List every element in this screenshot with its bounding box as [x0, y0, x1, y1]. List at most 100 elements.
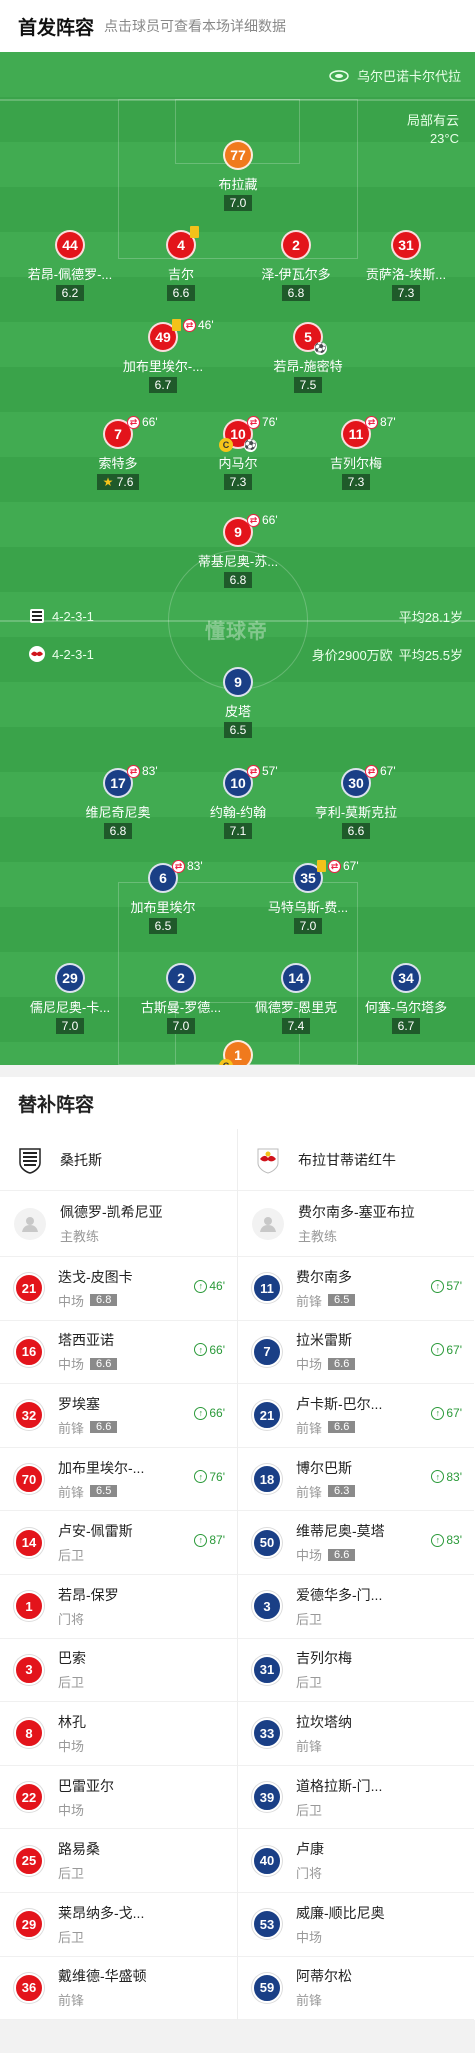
player-number-badge: 14 [281, 963, 311, 993]
player-rating: 7.3 [223, 474, 253, 490]
sub-player-name: 罗埃塞 [58, 1395, 100, 1412]
sub-player-name: 爱德华多-门... [296, 1586, 383, 1603]
event-badges: ⇄76' [247, 415, 278, 429]
venue-info: 乌尔巴诺卡尔代拉 [329, 66, 461, 85]
player-number: 4 [177, 237, 185, 253]
yellow-card-icon [317, 860, 326, 872]
home-coach-row[interactable]: 佩德罗-凯希尼亚 主教练 [0, 1191, 237, 1257]
away-team-row[interactable]: 布拉甘蒂诺红牛 [238, 1129, 474, 1191]
sub-player-name: 塔西亚诺 [58, 1332, 114, 1349]
player-number: 77 [230, 147, 246, 163]
player-name: 若昂-施密特 [273, 359, 343, 374]
player-home[interactable]: 9⇄66'蒂基尼奥-苏...6.8 [183, 513, 293, 589]
home-team-name: 桑托斯 [60, 1151, 102, 1168]
sub-player-name: 林孔 [58, 1713, 86, 1730]
away-value-age: 身价2900万欧 平均25.5岁 [312, 645, 463, 664]
sub-player-rating: 6.6 [90, 1421, 118, 1434]
player-name: 加布里埃尔 [130, 900, 196, 915]
sub-player-name: 巴索 [58, 1650, 86, 1667]
player-home[interactable]: 49⇄46'加布里埃尔-...6.7 [108, 318, 218, 394]
sub-in-arrow-icon: ↑ [194, 1406, 208, 1420]
sub-in-minute: 87' [209, 1533, 225, 1548]
player-number: 35 [300, 870, 316, 886]
sub-player-number: 18 [252, 1464, 282, 1495]
sub-player-number: 29 [14, 1909, 44, 1940]
player-name: 泽-伊瓦尔多 [261, 267, 331, 282]
home-team-row[interactable]: 桑托斯 [0, 1129, 237, 1191]
sub-in-arrow-icon: ↑ [431, 1470, 445, 1484]
sub-player-position: 后卫 [296, 1802, 323, 1818]
away-coach-row[interactable]: 费尔南多-塞亚布拉 主教练 [238, 1191, 474, 1257]
sub-player-position: 中场 [58, 1802, 85, 1818]
sub-in-info: ↑66' [194, 1343, 225, 1357]
player-name: 古斯曼-罗德... [140, 1000, 222, 1015]
sub-player-position: 中场 [58, 1293, 85, 1309]
substitution-icon: ⇄ [247, 513, 260, 527]
santos-logo-icon [30, 609, 44, 623]
player-number: 5 [304, 329, 312, 345]
player-name: 内马尔 [218, 456, 258, 471]
sub-minute: 57' [262, 764, 278, 778]
sub-in-info: ↑57' [431, 1279, 462, 1293]
substitution-icon: ⇄ [247, 415, 260, 429]
player-rating-value: 6.7 [397, 1019, 415, 1033]
substitution-icon: ⇄ [127, 764, 140, 778]
player-rating-value: 7.0 [299, 919, 317, 933]
player-rating-value: 7.1 [229, 824, 247, 838]
sub-player-number: 1 [14, 1591, 44, 1622]
sub-in-minute: 83' [446, 1469, 462, 1484]
player-number: 29 [62, 970, 78, 986]
player-rating: 6.5 [223, 722, 253, 738]
sub-in-minute: 57' [446, 1279, 462, 1293]
page-subtitle: 点击球员可查看本场详细数据 [104, 18, 287, 34]
player-away[interactable]: 35⇄67'马特乌斯-费...7.0 [253, 859, 363, 935]
sub-player-number: 21 [14, 1273, 44, 1304]
player-away[interactable]: 1C克雷顿6.2 [183, 1040, 293, 1065]
event-badges: ⇄83' [172, 859, 203, 873]
player-home[interactable]: 7⇄66'索特多★ 7.6 [63, 415, 173, 491]
sub-player-name: 莱昂纳多-戈... [58, 1904, 145, 1921]
away-formation: 4-2-3-1 [52, 646, 94, 662]
